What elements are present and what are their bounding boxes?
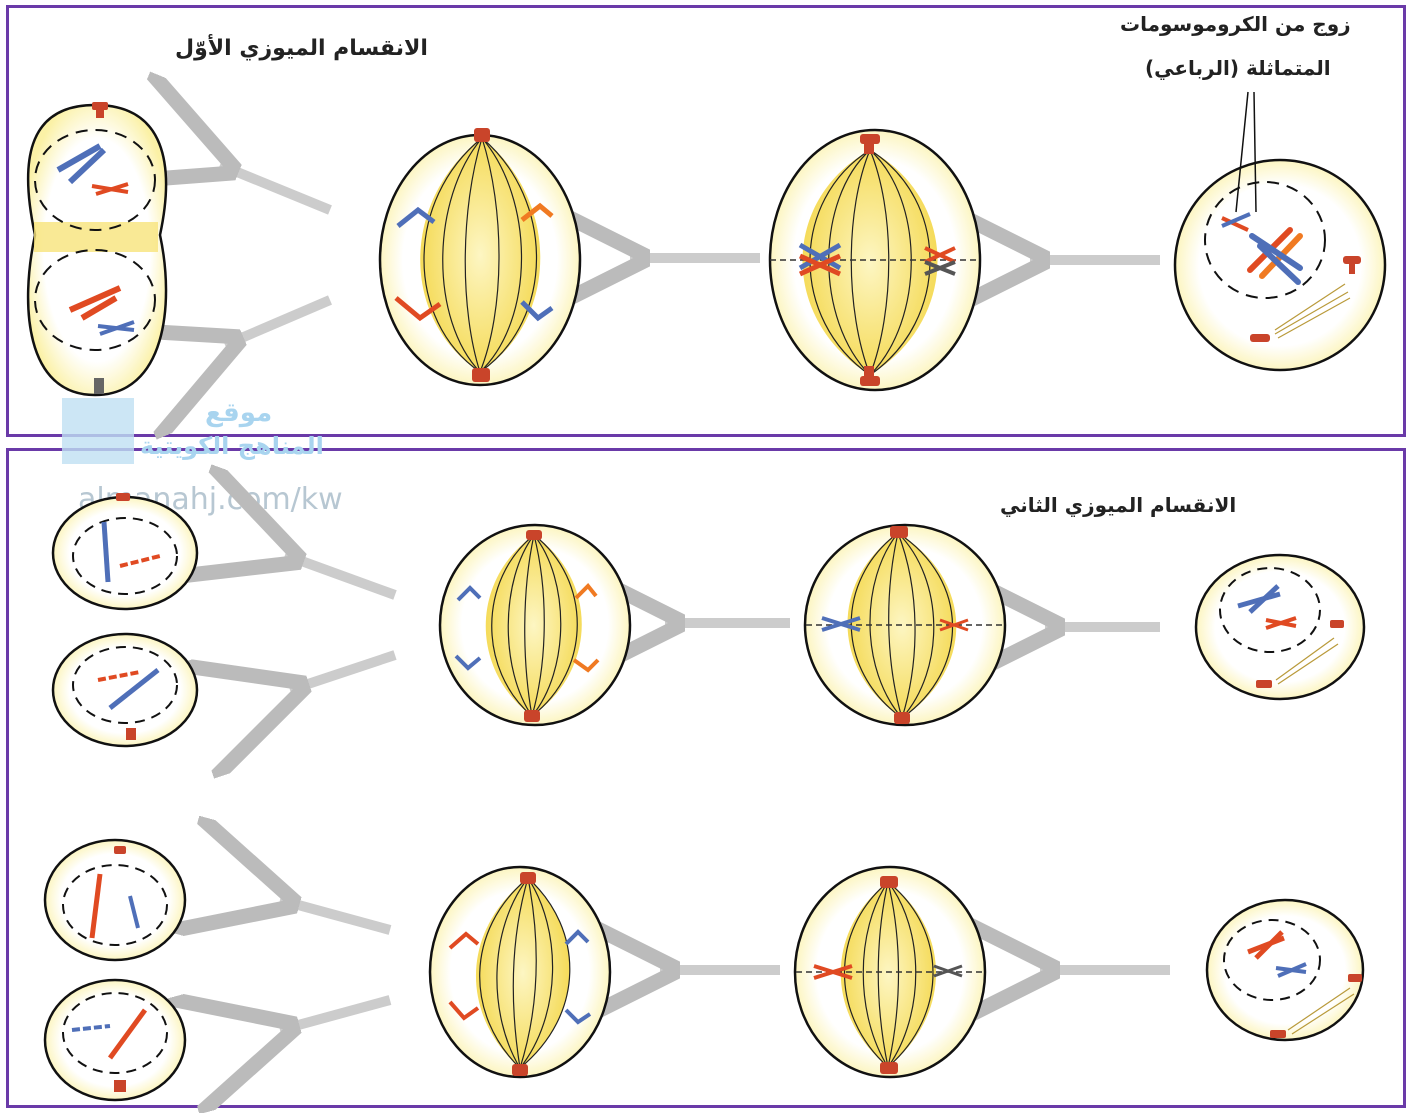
prophase-two-cell-b (1207, 900, 1363, 1040)
anaphase-two-cell-b (430, 867, 610, 1077)
daughter-cell (53, 634, 197, 746)
meiosis-one-title: الانقسام الميوزي الأوّل (175, 36, 428, 61)
anaphase-two-cell-a (440, 525, 630, 725)
tetrad-annotation-line2: المتماثلة (الرباعي) (1145, 56, 1331, 80)
arrow (220, 165, 330, 210)
prophase-one-cell (1175, 92, 1385, 370)
arrow (280, 1000, 390, 1030)
metaphase-two-cell-a (805, 525, 1005, 725)
meiosis-two-title: الانقسام الميوزي الثاني (1000, 493, 1236, 517)
prophase-two-cell-a (1196, 555, 1364, 699)
tetrad-annotation-line1: زوج من الكروموسومات (1120, 12, 1351, 36)
arrow (290, 655, 395, 690)
metaphase-one-cell (770, 130, 980, 390)
anaphase-one-cell (380, 128, 580, 385)
arrow (285, 555, 395, 595)
daughter-cell (53, 493, 197, 609)
daughter-cell (45, 840, 185, 960)
arrow (225, 300, 330, 345)
daughter-cell (45, 980, 185, 1100)
telophase-one-cell (28, 102, 166, 395)
arrow (280, 900, 390, 930)
metaphase-two-cell-b (795, 867, 986, 1077)
